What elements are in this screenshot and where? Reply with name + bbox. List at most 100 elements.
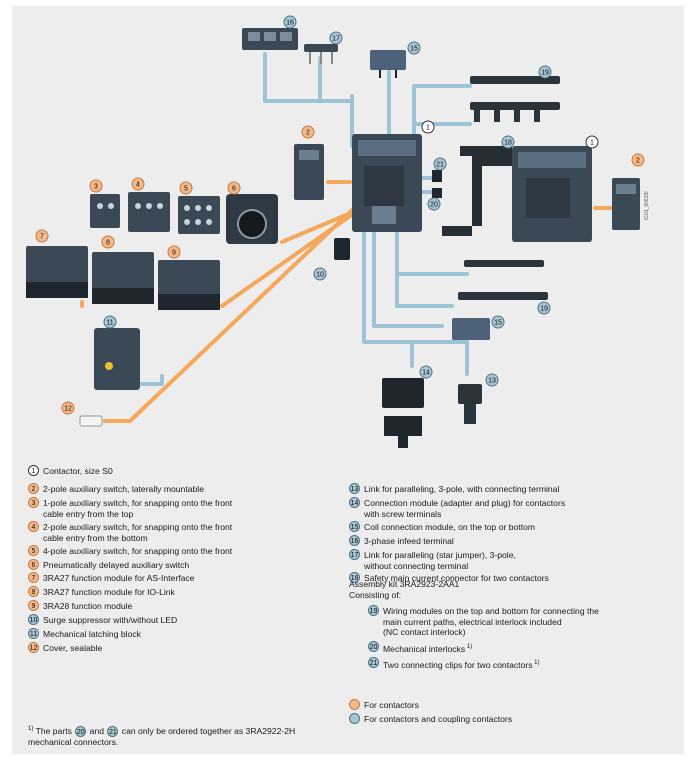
callout-label: 3: [94, 184, 98, 191]
callout-6: 6: [227, 181, 241, 195]
legend-text: Connection module (adapter and plug) for…: [364, 498, 566, 519]
callout-4: 4: [131, 177, 145, 191]
callout-label: 21: [436, 162, 444, 169]
callout-label: 6: [232, 186, 236, 193]
callout-20: 20: [427, 197, 441, 211]
assembly-title: Assembly kit 3RA2923-2AA1 Consisting of:: [349, 579, 460, 600]
callout-label: 20: [430, 202, 438, 209]
legend-item-3: 3 1-pole auxiliary switch, for snapping o…: [28, 497, 328, 519]
legend-text: Coil connection module, on the top or bo…: [364, 522, 536, 532]
callout-19: 19: [537, 301, 551, 315]
callout-14: 14: [419, 365, 433, 379]
callout-11: 11: [103, 315, 117, 329]
callout-label: 10: [316, 272, 324, 279]
safety-connector-18: [442, 146, 512, 236]
callout-label: 7: [40, 234, 44, 241]
legend-text: Cover, sealable: [43, 643, 103, 653]
legend-text: Pneumatically delayed auxiliary switch: [43, 560, 190, 570]
callout-label: 17: [332, 36, 340, 43]
legend-text: Surge suppressor with/without LED: [43, 615, 178, 625]
footnote-ref: 1): [465, 644, 473, 650]
legend-item-19: 19 Wiring modules on the top and bottom f…: [368, 605, 668, 638]
color-legend-item: For contactors and coupling contactors: [349, 713, 649, 725]
connection-module-14: [382, 378, 424, 448]
legend-item-14: 14 Connection module (adapter and plug) f…: [349, 497, 649, 519]
legend-number: 6: [28, 559, 39, 570]
latching-block-11: [94, 328, 140, 390]
legend-number: 14: [349, 497, 360, 508]
coil-module-bottom-15: [452, 318, 490, 340]
callout-label: 1: [590, 140, 594, 147]
interlock-20-clips-21: [432, 170, 442, 198]
callout-label: 15: [494, 320, 502, 327]
coil-module-top-15: [370, 50, 406, 78]
callout-13: 13: [485, 373, 499, 387]
legend-text: 2-pole auxiliary switch, laterally mount…: [43, 484, 204, 494]
legend-text: Safety main current connector for two co…: [364, 573, 549, 583]
legend-text: 3RA27 function module for AS-Interface: [43, 573, 195, 583]
legend-text: 3-phase infeed terminal: [364, 536, 454, 546]
contactor-s0-1: [352, 134, 422, 232]
aux-switch-1-pole-3: [90, 194, 120, 228]
callout-1: 1: [421, 120, 435, 134]
legend-text: 3RA27 function module for IO-Link: [43, 587, 175, 597]
legend-item-21: 21 Two connecting clips for two contactor…: [368, 657, 668, 670]
legend-text: Two connecting clips for two contactors …: [383, 659, 540, 670]
footnote-and: and: [89, 725, 105, 736]
legend-number: 21: [368, 657, 379, 668]
legend-text: 1-pole auxiliary switch, for snapping on…: [43, 498, 233, 519]
callout-15: 15: [407, 41, 421, 55]
legend-number: 7: [28, 572, 39, 583]
callout-label: 19: [541, 70, 549, 77]
callout-label: 1: [426, 125, 430, 132]
callout-label: 14: [422, 370, 430, 377]
legend-number: 19: [368, 605, 379, 616]
legend-number: 13: [349, 483, 360, 494]
legend-text: Link for paralleling (star jumper), 3-po…: [364, 550, 516, 571]
callout-label: 11: [106, 320, 113, 327]
contactor-s0-right-1: [512, 146, 592, 242]
legend-item-18: 18 Safety main current connector for two …: [349, 572, 649, 584]
legend-number: 3: [28, 497, 39, 508]
callout-label: 2: [636, 158, 640, 165]
legend-number: 10: [28, 614, 39, 625]
legend-number: 12: [28, 642, 39, 653]
legend-text: Mechanical latching block: [43, 629, 141, 639]
footnote-ref: 1): [532, 660, 540, 666]
callout-label: 19: [540, 306, 548, 313]
callout-2-right: 2: [631, 153, 645, 167]
wiring-module-bottom-19: [458, 260, 548, 300]
callout-label: 13: [488, 378, 496, 385]
aux-switch-2-pole-4: [128, 192, 170, 232]
callout-label: 8: [106, 240, 110, 247]
surge-suppressor-10: [334, 238, 350, 260]
legend-item-7: 7 3RA27 function module for AS-Interface: [28, 572, 328, 584]
legend-text: Wiring modules on the top and bottom for…: [383, 606, 599, 637]
color-legend-text: For contactors: [364, 700, 419, 710]
callout-15: 15: [491, 315, 505, 329]
star-jumper-17: [304, 44, 338, 64]
function-module-3ra28-9: [158, 260, 220, 310]
callout-1-right: 1: [585, 135, 599, 149]
callout-label: 4: [136, 182, 140, 189]
callout-label: 18: [504, 140, 512, 147]
legend-number: 20: [368, 641, 379, 652]
legend-number: 18: [349, 572, 360, 583]
color-swatch: [349, 713, 360, 724]
footnote-mark: 1): [28, 726, 34, 732]
callout-label: 9: [172, 250, 176, 257]
callout-9: 9: [167, 245, 181, 259]
callout-8: 8: [101, 235, 115, 249]
